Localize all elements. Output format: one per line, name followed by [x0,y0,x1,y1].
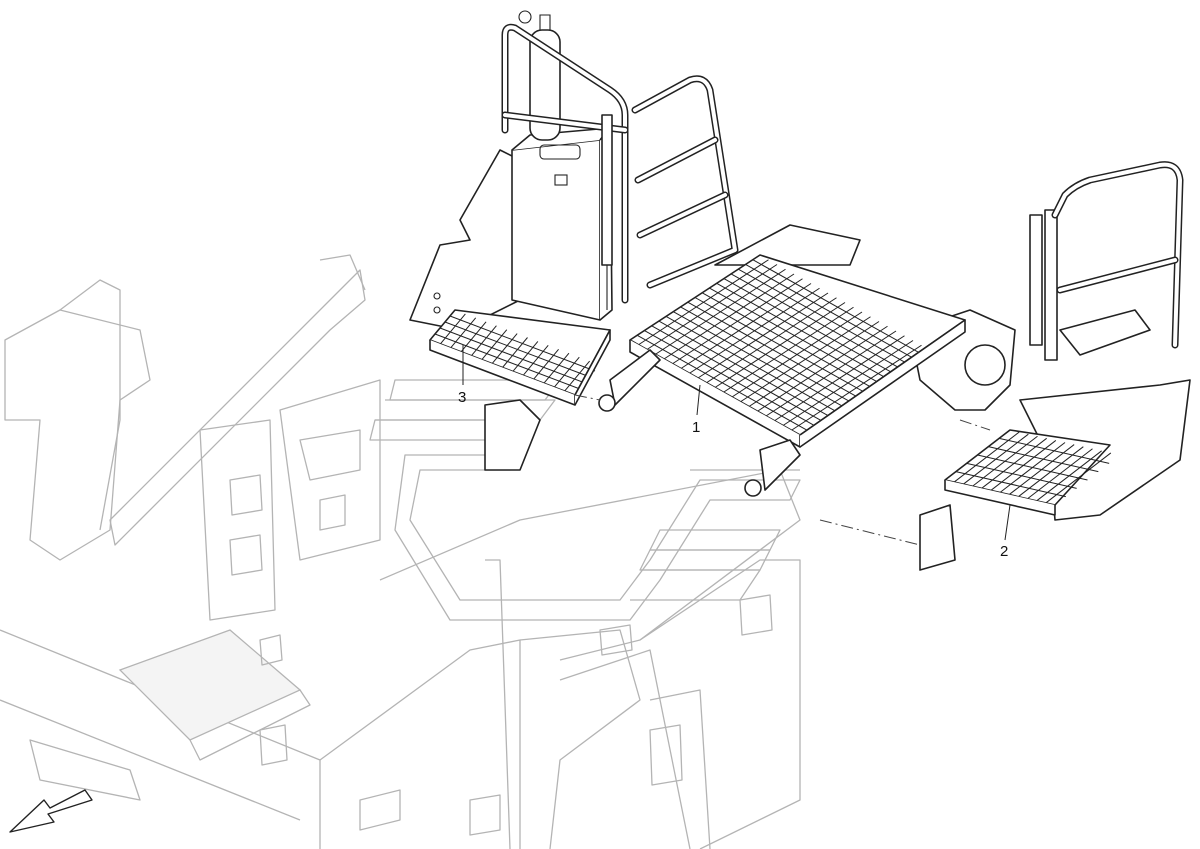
chassis-frame-ghost [0,254,801,849]
assembly-lines [462,345,1011,546]
orientation-arrow-icon [9,789,93,833]
left-step-assembly [409,10,739,471]
center-platform-grating [636,259,924,431]
callout-3: 3 [458,389,466,406]
right-step-assembly [919,161,1191,571]
callout-1: 1 [692,419,700,436]
callout-2: 2 [1000,543,1008,560]
left-step-grating [434,313,596,392]
center-platform [598,224,1016,497]
right-step-grating [953,431,1112,504]
